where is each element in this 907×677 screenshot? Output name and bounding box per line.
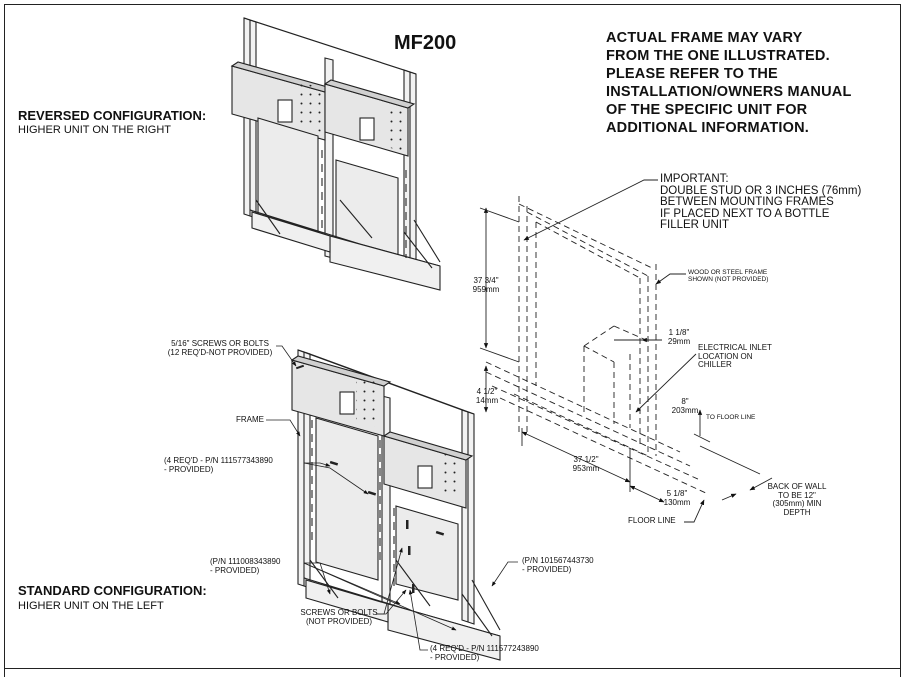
callout-screws-bolts-top: 5/16" SCREWS OR BOLTS (12 REQ'D-NOT PROV… (167, 339, 273, 357)
callout-pn-101567443730: (P/N 101567443730 - PROVIDED) (522, 556, 594, 574)
dim-8-inch: 8" 203mm (671, 397, 699, 415)
installation-dimension-drawing (479, 179, 773, 523)
drawing-border-bottom (4, 668, 901, 677)
important-note: IMPORTANT: DOUBLE STUD OR 3 INCHES (76mm… (660, 173, 862, 231)
wood-steel-frame-note: WOOD OR STEEL FRAME SHOWN (NOT PROVIDED) (688, 269, 769, 283)
reversed-frame-illustration (230, 17, 441, 291)
back-of-wall-note: BACK OF WALL TO BE 12" (305mm) MIN DEPTH (767, 482, 827, 517)
disclaimer-notice: ACTUAL FRAME MAY VARY FROM THE ONE ILLUS… (606, 30, 852, 136)
floor-line-label: FLOOR LINE (628, 516, 676, 525)
callout-leaders (266, 345, 518, 651)
reversed-config-subtitle: HIGHER UNIT ON THE RIGHT (18, 124, 171, 136)
dim-4-1-2: 4 1/2" 14mm (475, 387, 499, 405)
model-title: MF200 (394, 32, 457, 54)
drawing-border (4, 4, 901, 669)
dim-5-1-8: 5 1/8" 130mm (663, 489, 691, 507)
standard-frame-illustration (290, 349, 501, 661)
electrical-inlet-note: ELECTRICAL INLET LOCATION ON CHILLER (698, 343, 772, 369)
dim-37-3-4-height: 37 3/4" 959mm (472, 276, 500, 294)
standard-config-subtitle: HIGHER UNIT ON THE LEFT (18, 600, 164, 612)
callout-screws-bolts-bottom: SCREWS OR BOLTS (NOT PROVIDED) (300, 608, 378, 626)
standard-config-heading: STANDARD CONFIGURATION: (18, 583, 207, 598)
callout-pn-111577243890: (4 REQ'D - P/N 111577243890 - PROVIDED) (430, 644, 539, 662)
callout-pn-111008343890: (P/N 111008343890 - PROVIDED) (210, 557, 281, 575)
callout-frame: FRAME (236, 415, 264, 424)
reversed-config-heading: REVERSED CONFIGURATION: (18, 108, 207, 123)
dim-1-1-8: 1 1/8" 29mm (667, 328, 691, 346)
to-floor-line-note: TO FLOOR LINE (706, 414, 756, 421)
dim-37-1-2-width: 37 1/2" 953mm (572, 455, 600, 473)
callout-pn-111577343890: (4 REQ'D - P/N 111577343890 - PROVIDED) (164, 456, 273, 474)
